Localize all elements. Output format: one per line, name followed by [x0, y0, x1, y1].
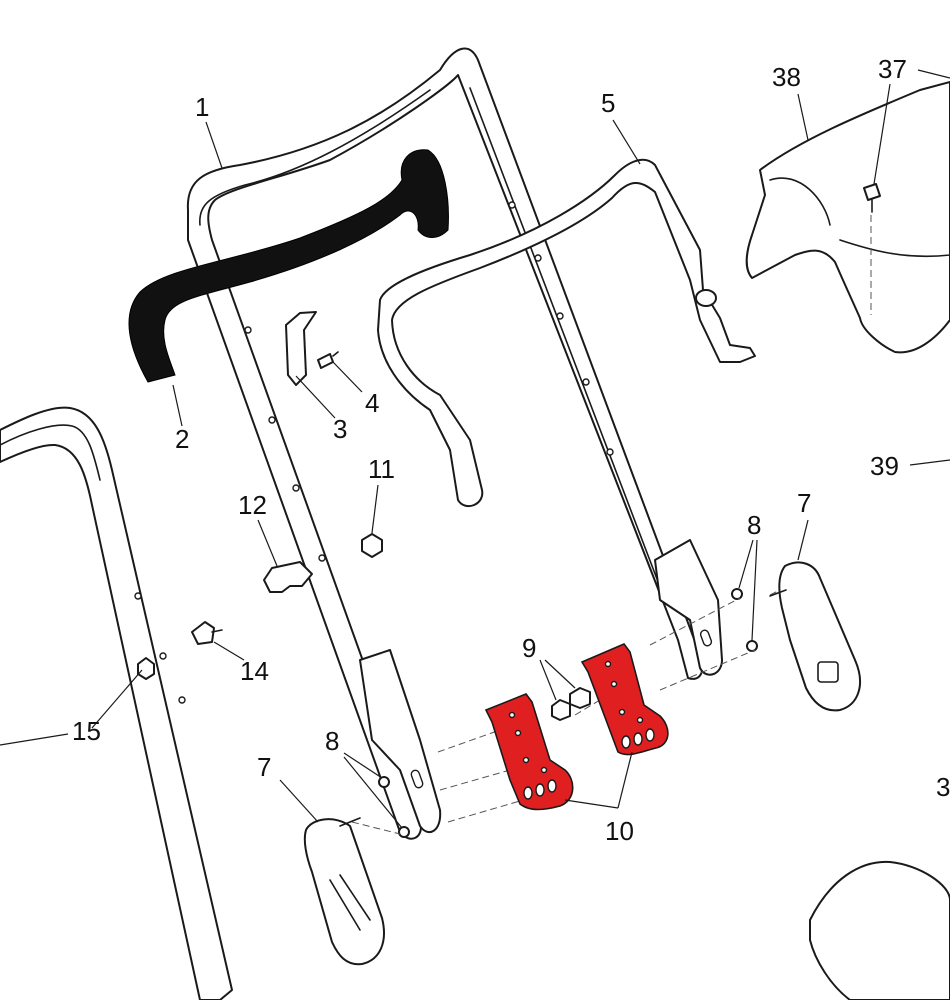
- upper-handle-frame: [186, 47, 723, 840]
- callout-4: 4: [365, 388, 379, 418]
- callout-3-edge: 3: [936, 772, 950, 802]
- slot: [410, 769, 424, 789]
- brand-logo-icon: [817, 661, 839, 683]
- height-adjust-bracket-right: [580, 643, 669, 756]
- callout-1: 1: [195, 92, 209, 122]
- callout-9: 9: [522, 633, 536, 663]
- frame-hole: [178, 696, 186, 704]
- frame-hole: [582, 378, 590, 386]
- callout-8-left: 8: [325, 726, 339, 756]
- frame-hole: [268, 416, 276, 424]
- callout-12: 12: [238, 490, 267, 520]
- fastener: [398, 826, 410, 838]
- callout-39: 39: [870, 451, 899, 481]
- nut: [551, 699, 571, 721]
- frame-hole: [508, 201, 516, 209]
- cable-bracket: [285, 311, 317, 386]
- nut: [361, 533, 383, 558]
- housing-bolt: [863, 183, 881, 315]
- leader-lines: [0, 69, 950, 829]
- callout-15: 15: [72, 716, 101, 746]
- deck-housing: [809, 860, 950, 1000]
- cable-clip: [263, 561, 313, 593]
- carriage-bolt: [191, 621, 223, 645]
- fastener: [746, 640, 758, 652]
- frame-hole: [159, 652, 167, 660]
- handle-knob-left: [303, 817, 385, 966]
- callout-11: 11: [368, 454, 395, 484]
- nut: [569, 687, 591, 709]
- bail-pivot: [695, 289, 717, 307]
- bracket-screw: [317, 351, 339, 369]
- frame-hole: [244, 326, 252, 334]
- slot: [699, 629, 713, 647]
- height-adjust-bracket-left: [484, 693, 574, 811]
- handle-knob-right: [769, 561, 861, 712]
- callout-38: 38: [772, 62, 801, 92]
- callout-3: 3: [333, 414, 347, 444]
- nut: [137, 657, 155, 680]
- frame-hole: [534, 254, 542, 262]
- fastener: [378, 776, 390, 788]
- frame-hole: [134, 592, 142, 600]
- callout-14: 14: [240, 656, 269, 686]
- control-bail: [377, 158, 756, 508]
- rear-housing: [745, 81, 950, 354]
- callout-labels: 1 2 3 4 5 7 7 8 8 9 10 11 12 14 15 37 38…: [72, 54, 950, 846]
- lower-handle-frame: [0, 406, 233, 1000]
- frame-hole: [292, 484, 300, 492]
- callout-5: 5: [601, 88, 615, 118]
- callout-7-right: 7: [797, 488, 811, 518]
- callout-10: 10: [605, 816, 634, 846]
- callout-37: 37: [878, 54, 907, 84]
- frame-hole: [318, 554, 326, 562]
- fastener: [731, 588, 743, 600]
- handle-grip: [128, 149, 449, 383]
- frame-hole: [606, 448, 614, 456]
- frame-hole: [556, 312, 564, 320]
- callout-2: 2: [175, 424, 189, 454]
- callout-7-left: 7: [257, 752, 271, 782]
- callout-8-right: 8: [747, 510, 761, 540]
